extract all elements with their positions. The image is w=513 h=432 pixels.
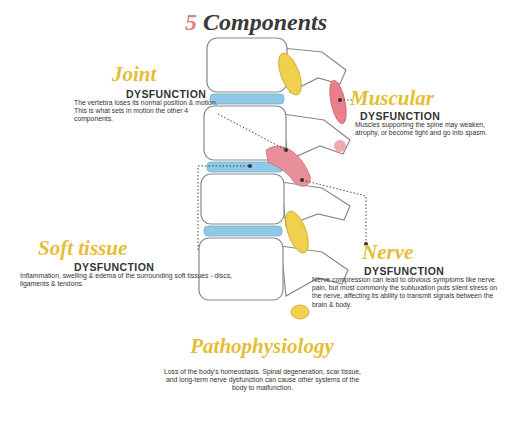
- leader-dot: [284, 148, 288, 152]
- vertebral-body: [201, 174, 284, 224]
- description-text: The vertebra loses its normal position &…: [74, 99, 220, 124]
- description-text: Muscles supporting the spine may weaken,…: [355, 121, 501, 137]
- description-text: Loss of the body's homeostasis. Spinal d…: [160, 368, 365, 393]
- section-heading: Nerve: [362, 240, 452, 264]
- section-heading: Pathophysiology: [146, 334, 378, 358]
- section-heading: Soft tissue: [38, 236, 168, 260]
- facet-joint: [291, 305, 309, 319]
- facet-joint: [281, 208, 313, 256]
- vertebral-body: [199, 238, 283, 300]
- vertebral-body: [207, 38, 287, 92]
- disc: [210, 94, 284, 104]
- leader-line: [302, 180, 366, 244]
- description-text: Inflammation, swelling & edema of the su…: [20, 272, 232, 288]
- dysfunction-subheading: DYSFUNCTION: [364, 265, 474, 277]
- dysfunction-subheading: DYSFUNCTION: [74, 261, 184, 273]
- facet-joint: [274, 50, 306, 98]
- leader-line: [218, 114, 286, 150]
- muscle: [327, 79, 350, 125]
- leader-dot: [248, 164, 252, 168]
- dysfunction-subheading: DYSFUNCTION: [360, 110, 470, 122]
- description-text: Nerve compression can lead to obvious sy…: [312, 276, 504, 309]
- title: 5 Components: [146, 8, 366, 36]
- section-heading: Muscular: [350, 86, 460, 110]
- leader-dot: [300, 178, 304, 182]
- nerve-root: [266, 146, 310, 186]
- leader-line: [198, 166, 250, 250]
- disc: [204, 226, 282, 236]
- muscle-section: [334, 140, 346, 152]
- dysfunction-subheading: DYSFUNCTION: [126, 88, 236, 100]
- leader-dot: [338, 98, 342, 102]
- section-heading: Joint: [112, 62, 202, 86]
